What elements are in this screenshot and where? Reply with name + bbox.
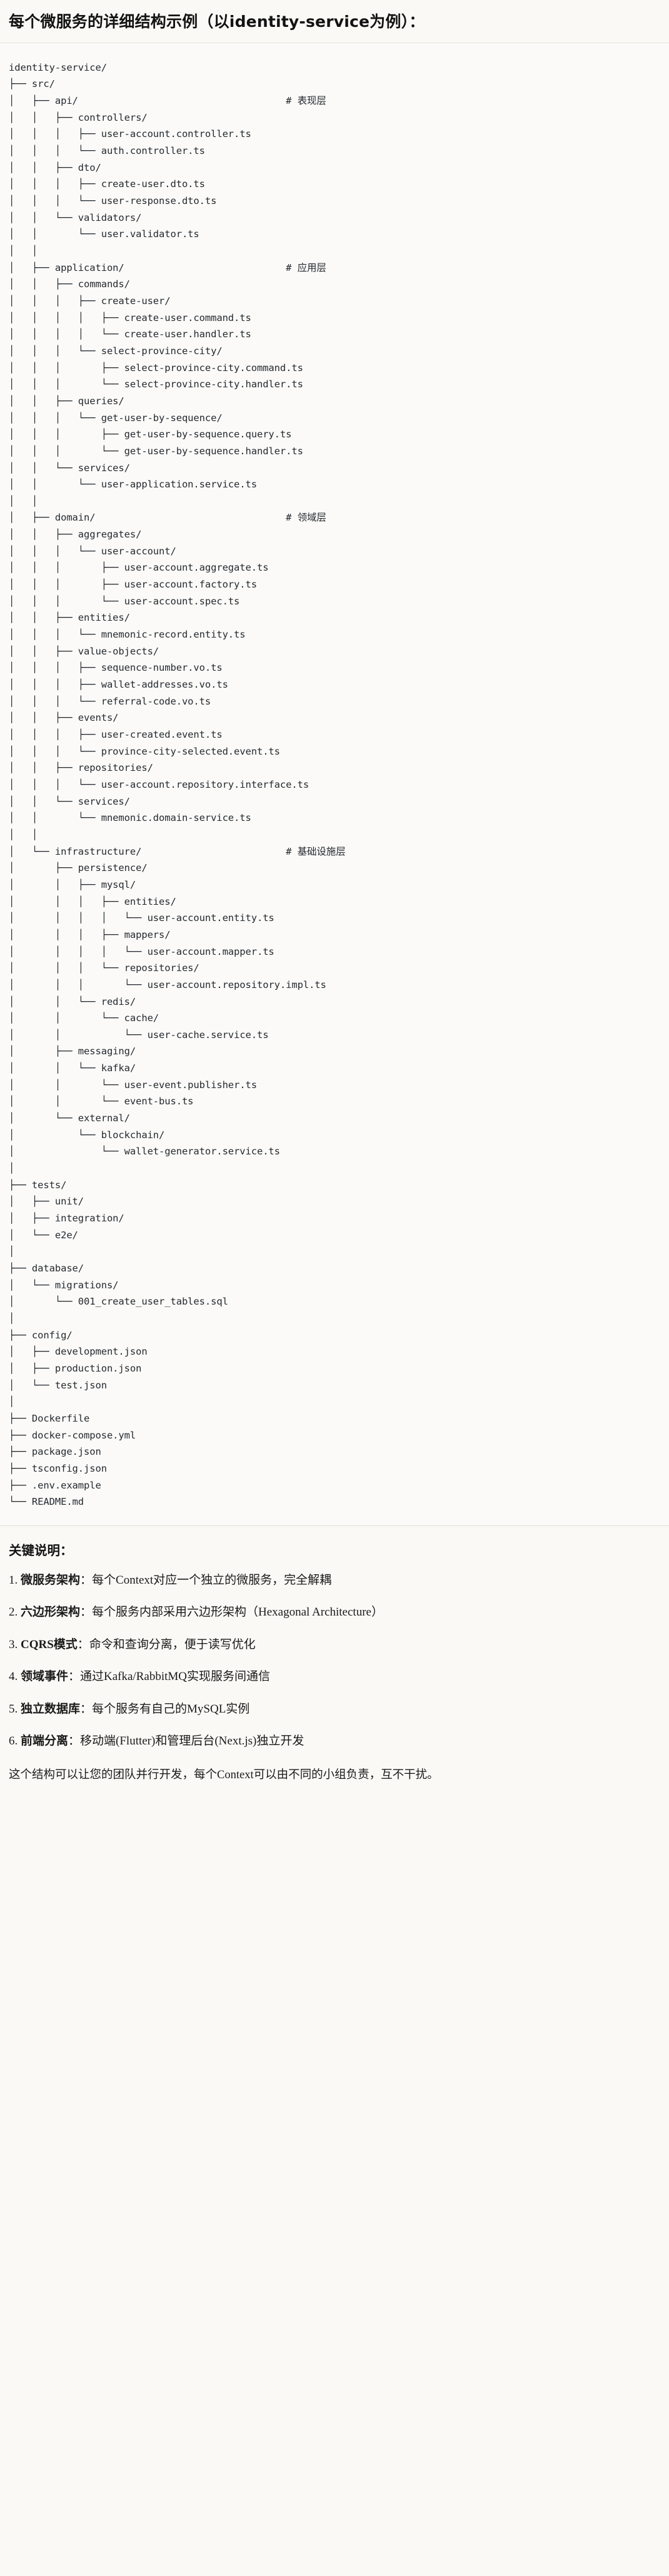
note-body: ：每个服务有自己的MySQL实例 xyxy=(80,1702,250,1716)
note-lead: 领域事件 xyxy=(21,1670,69,1684)
list-item: CQRS模式：命令和查询分离，便于读写优化 xyxy=(9,1636,660,1654)
note-body: ：每个Context对应一个独立的微服务，完全解耦 xyxy=(80,1573,332,1587)
note-body: ：命令和查询分离，便于读写优化 xyxy=(77,1637,256,1651)
directory-tree-block: identity-service/ ├── src/ │ ├── api/ # … xyxy=(0,43,669,1525)
note-lead: CQRS模式 xyxy=(21,1637,78,1651)
key-notes-title: 关键说明： xyxy=(9,1542,73,1558)
key-notes-list: 微服务架构：每个Context对应一个独立的微服务，完全解耦 六边形架构：每个服… xyxy=(9,1571,660,1751)
note-lead: 六边形架构 xyxy=(21,1606,81,1619)
key-notes-section: 关键说明： 微服务架构：每个Context对应一个独立的微服务，完全解耦 六边形… xyxy=(0,1525,669,1802)
directory-tree: identity-service/ ├── src/ │ ├── api/ # … xyxy=(9,61,346,1508)
closing-paragraph: 这个结构可以让您的团队并行开发，每个Context可以由不同的小组负责，互不干扰… xyxy=(9,1769,439,1782)
list-item: 领域事件：通过Kafka/RabbitMQ实现服务间通信 xyxy=(9,1667,660,1686)
tree-divider xyxy=(0,1525,669,1526)
note-lead: 前端分离 xyxy=(21,1734,69,1748)
list-item: 独立数据库：每个服务有自己的MySQL实例 xyxy=(9,1700,660,1718)
page-title: 每个微服务的详细结构示例（以identity-service为例）： xyxy=(9,13,425,31)
list-item: 六边形架构：每个服务内部采用六边形架构（Hexagonal Architectu… xyxy=(9,1603,660,1621)
note-body: ：移动端(Flutter)和管理后台(Next.js)独立开发 xyxy=(68,1734,304,1748)
document-page: 每个微服务的详细结构示例（以identity-service为例）： ident… xyxy=(0,0,669,1801)
note-lead: 微服务架构 xyxy=(21,1573,81,1587)
list-item: 前端分离：移动端(Flutter)和管理后台(Next.js)独立开发 xyxy=(9,1732,660,1750)
note-body: ：通过Kafka/RabbitMQ实现服务间通信 xyxy=(68,1670,270,1684)
note-lead: 独立数据库 xyxy=(21,1702,81,1716)
note-body: ：每个服务内部采用六边形架构（Hexagonal Architecture） xyxy=(80,1606,383,1619)
list-item: 微服务架构：每个Context对应一个独立的微服务，完全解耦 xyxy=(9,1571,660,1589)
